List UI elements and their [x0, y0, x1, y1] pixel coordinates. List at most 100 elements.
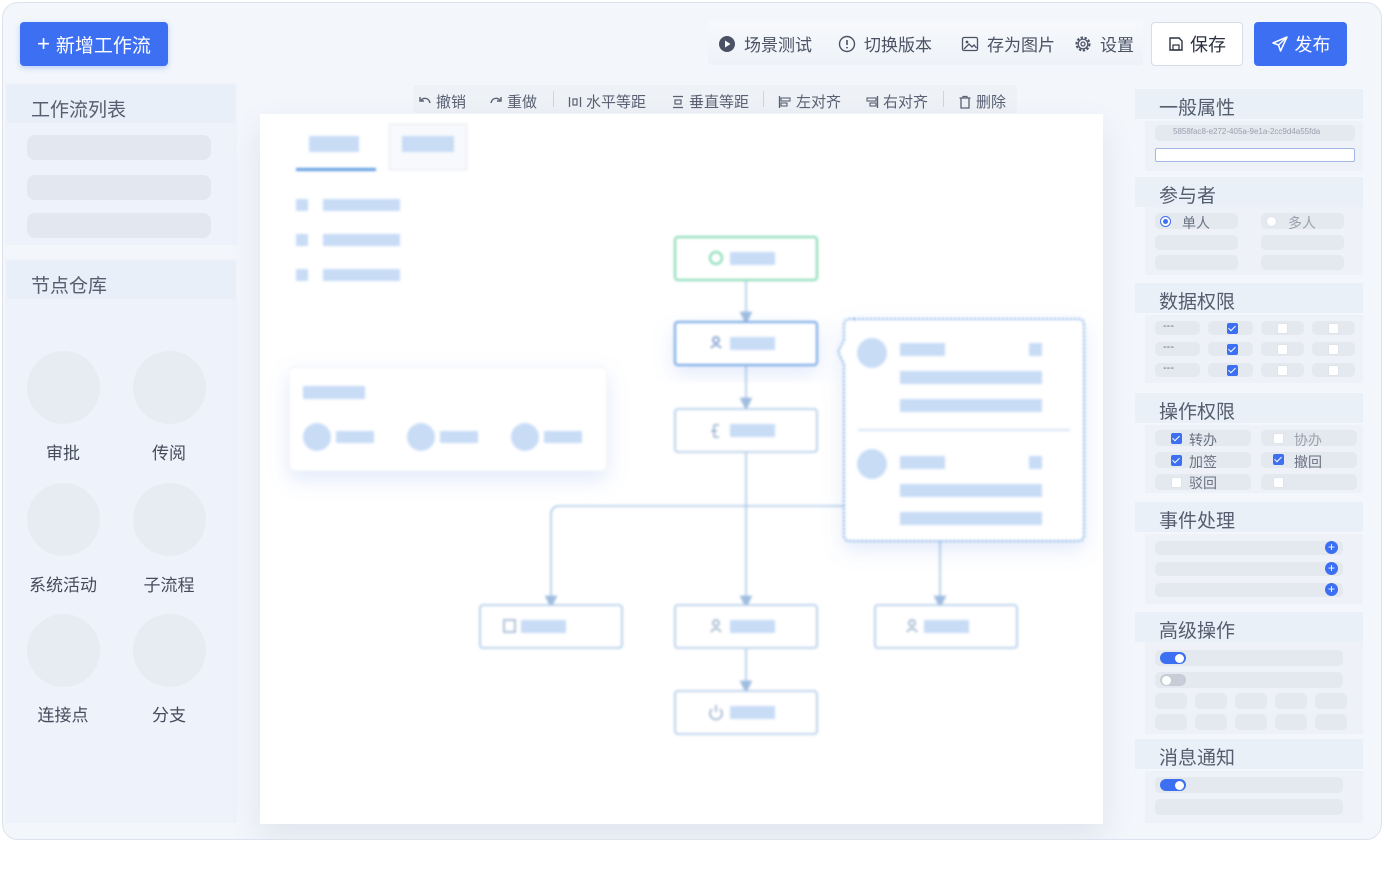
subprocess-node-icon[interactable] — [133, 483, 206, 556]
skeleton — [1195, 714, 1227, 730]
checkbox-unchecked[interactable] — [1171, 477, 1182, 488]
form-node[interactable] — [479, 604, 623, 649]
workflow-list-item[interactable] — [27, 175, 211, 200]
checkbox-checked[interactable] — [1227, 323, 1238, 334]
workflow-canvas[interactable] — [260, 114, 1103, 824]
checkbox-unchecked[interactable] — [1277, 323, 1288, 334]
branch-node[interactable] — [674, 408, 818, 453]
assist-label: 协办 — [1294, 432, 1322, 448]
event-row — [1155, 583, 1343, 597]
workflow-list-item[interactable] — [27, 135, 211, 160]
dash-text: --- — [1163, 362, 1174, 374]
checkbox-checked[interactable] — [1273, 454, 1284, 465]
participants-title: 参与者 — [1135, 177, 1363, 207]
horizontal-distribute-button[interactable]: 水平等距 — [568, 91, 646, 112]
switch-version-button[interactable]: 切换版本 — [838, 31, 932, 56]
data-permission-title: 数据权限 — [1135, 283, 1363, 313]
node-label: 连接点 — [37, 706, 89, 725]
node-label: 分支 — [152, 706, 186, 725]
multiple-option[interactable] — [1261, 213, 1344, 229]
horizontal-distribute-icon — [568, 96, 582, 107]
start-node[interactable] — [674, 236, 818, 281]
assist-option[interactable] — [1261, 430, 1357, 446]
permission-row-label — [1155, 342, 1200, 356]
new-workflow-button[interactable]: + 新增工作流 — [20, 22, 168, 66]
circulate-node-icon[interactable] — [133, 351, 206, 424]
app-window: + 新增工作流 场景测试 切换版本 存为图片 设置 保存 发布 — [2, 2, 1382, 840]
radio-on-icon[interactable] — [1160, 216, 1171, 227]
checkbox-unchecked[interactable] — [1273, 433, 1284, 444]
add-event-icon[interactable]: + — [1325, 541, 1338, 554]
toggle-on[interactable] — [1160, 652, 1186, 664]
withdraw-option[interactable] — [1261, 452, 1357, 468]
skeleton — [1315, 714, 1347, 730]
toggle-on[interactable] — [1160, 779, 1186, 791]
checkbox-unchecked[interactable] — [1277, 344, 1288, 355]
withdraw-label: 撤回 — [1294, 454, 1322, 470]
advanced-ops-title: 高级操作 — [1135, 612, 1363, 642]
canvas-content — [260, 114, 1103, 824]
operation-permission-title: 操作权限 — [1135, 393, 1363, 423]
delete-button[interactable]: 删除 — [958, 91, 1006, 112]
skeleton — [1275, 714, 1307, 730]
header-toolbar — [708, 21, 1143, 65]
publish-button[interactable]: 发布 — [1254, 22, 1347, 66]
align-right-button[interactable]: 右对齐 — [865, 91, 928, 112]
checkbox-checked[interactable] — [1171, 433, 1182, 444]
skeleton — [1195, 693, 1227, 709]
approver-node[interactable] — [874, 604, 1018, 649]
settings-button[interactable]: 设置 — [1074, 31, 1134, 56]
checkbox-unchecked[interactable] — [1328, 344, 1339, 355]
save-button[interactable]: 保存 — [1151, 22, 1243, 66]
workflow-list-item[interactable] — [27, 213, 211, 238]
skeleton — [1235, 693, 1267, 709]
radio-off-icon[interactable] — [1266, 216, 1277, 227]
add-sign-label: 加签 — [1189, 454, 1217, 470]
checkbox-unchecked[interactable] — [1328, 323, 1339, 334]
save-label: 保存 — [1190, 35, 1226, 55]
canvas-tab[interactable] — [296, 136, 376, 171]
redo-label: 重做 — [507, 94, 538, 111]
checkbox-unchecked[interactable] — [1277, 365, 1288, 376]
canvas-list-item — [296, 199, 400, 211]
workflow-id-field — [1155, 125, 1355, 141]
approver-node-selected[interactable] — [674, 321, 818, 366]
single-option[interactable] — [1155, 213, 1238, 229]
save-as-image-button[interactable]: 存为图片 — [961, 31, 1055, 56]
branch-node-icon[interactable] — [133, 614, 206, 687]
skeleton — [1235, 714, 1267, 730]
approval-node-icon[interactable] — [27, 351, 100, 424]
workflow-name-input[interactable] — [1155, 148, 1355, 162]
approver-node[interactable] — [674, 604, 818, 649]
align-left-label: 左对齐 — [796, 94, 842, 111]
redo-button[interactable]: 重做 — [489, 91, 537, 112]
checkbox-unchecked[interactable] — [1273, 477, 1284, 488]
dash-text: --- — [1163, 320, 1174, 332]
end-node[interactable] — [674, 690, 818, 735]
align-left-button[interactable]: 左对齐 — [778, 91, 841, 112]
horizontal-distribute-label: 水平等距 — [586, 94, 647, 111]
checkbox-unchecked[interactable] — [1328, 365, 1339, 376]
add-event-icon[interactable]: + — [1325, 583, 1338, 596]
checkbox-checked[interactable] — [1227, 344, 1238, 355]
single-label: 单人 — [1182, 215, 1210, 231]
permission-row-label — [1155, 321, 1200, 335]
advanced-row — [1155, 650, 1343, 666]
canvas-tab[interactable] — [388, 123, 468, 171]
vertical-distribute-button[interactable]: 垂直等距 — [671, 91, 749, 112]
publish-label: 发布 — [1294, 35, 1331, 55]
vertical-distribute-icon — [673, 95, 683, 108]
scene-test-button[interactable]: 场景测试 — [718, 31, 812, 56]
system-activity-node-icon[interactable] — [27, 483, 100, 556]
undo-button[interactable]: 撤销 — [418, 91, 466, 112]
workflow-list-title: 工作流列表 — [7, 85, 235, 123]
gear-icon — [1075, 36, 1091, 51]
toggle-off[interactable] — [1160, 674, 1186, 686]
checkbox-checked[interactable] — [1227, 365, 1238, 376]
connector-node-icon[interactable] — [27, 614, 100, 687]
skeleton — [1261, 255, 1344, 270]
align-left-icon — [778, 95, 791, 108]
checkbox-checked[interactable] — [1171, 455, 1182, 466]
general-props-title: 一般属性 — [1135, 89, 1363, 119]
add-event-icon[interactable]: + — [1325, 562, 1338, 575]
